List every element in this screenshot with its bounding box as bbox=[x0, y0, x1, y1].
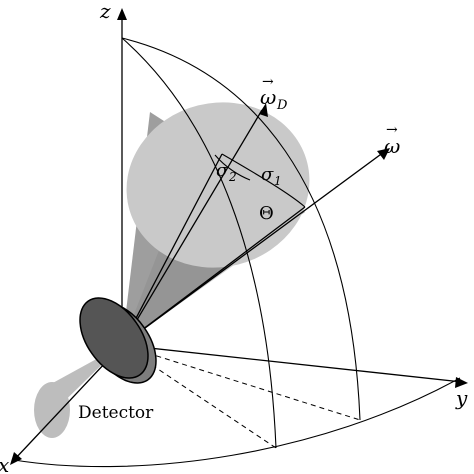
omega-arrowhead bbox=[377, 148, 390, 160]
z-arrowhead bbox=[117, 8, 127, 20]
sigma2-label: σ bbox=[216, 160, 229, 181]
omega-d-subscript: D bbox=[276, 98, 288, 113]
x-axis-label: x bbox=[0, 453, 9, 474]
detector bbox=[79, 297, 157, 384]
direction-vectors bbox=[121, 103, 390, 346]
detector-label: Detector bbox=[78, 403, 154, 423]
acceptance-cone bbox=[122, 102, 310, 345]
omega-d-arrowhead bbox=[259, 103, 268, 117]
meridian-arc-outer bbox=[121, 37, 361, 421]
sigma2-subscript: 2 bbox=[228, 170, 237, 184]
omega-d-arrow-mark: → bbox=[262, 74, 274, 90]
y-axis-label: y bbox=[455, 386, 468, 410]
meridian-arc-inner bbox=[121, 37, 277, 449]
theta-label: Θ bbox=[259, 203, 274, 224]
sigma1-label: σ bbox=[261, 164, 274, 185]
projection-dash-2 bbox=[121, 344, 361, 421]
y-arrowhead bbox=[455, 377, 468, 388]
detector-face bbox=[79, 297, 149, 379]
omega-arrow-mark: → bbox=[386, 122, 398, 138]
omega-d-label: ω bbox=[260, 85, 276, 109]
omega-d-vector bbox=[121, 109, 263, 346]
sigma1-subscript: 1 bbox=[274, 174, 282, 188]
z-axis-label: z bbox=[99, 0, 111, 23]
theta-arc-small bbox=[214, 154, 251, 181]
spherical-arcs bbox=[13, 37, 461, 468]
omega-label: ω bbox=[384, 134, 400, 158]
sigma-arc bbox=[221, 153, 306, 208]
equator-arc bbox=[13, 377, 461, 468]
cone-edge-ray bbox=[121, 206, 306, 346]
y-axis bbox=[121, 344, 463, 383]
cone-top-ray bbox=[121, 153, 223, 346]
x-arrowhead bbox=[10, 452, 22, 465]
projection-lines bbox=[121, 344, 361, 449]
